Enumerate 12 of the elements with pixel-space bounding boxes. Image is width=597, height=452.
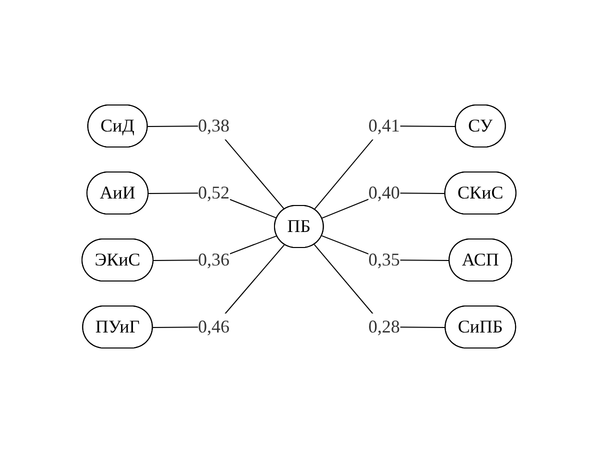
edge-label: 0,41	[368, 115, 400, 135]
edge-label: 0,46	[198, 316, 230, 336]
edge-label: 0,52	[198, 182, 230, 202]
connector	[152, 244, 285, 328]
edge-label: 0,28	[368, 316, 400, 336]
connector	[313, 125, 456, 210]
edge-label: 0,35	[368, 248, 400, 269]
edge-label: 0,38	[198, 115, 230, 135]
connector	[146, 125, 285, 210]
connector	[313, 244, 446, 328]
edge-label: 0,36	[198, 248, 230, 269]
edge-label: 0,40	[368, 182, 400, 202]
